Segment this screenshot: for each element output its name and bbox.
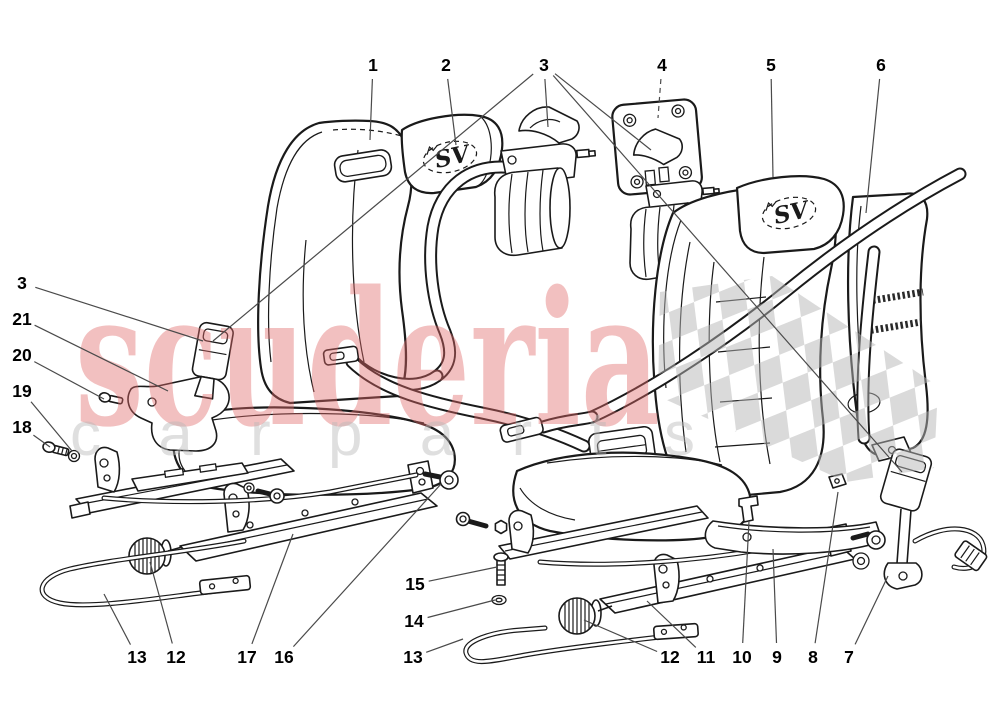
leader-line [369, 78, 373, 141]
bull-icon [426, 145, 438, 155]
leader-line [657, 78, 662, 119]
watermark-tagline: c a r p a r t s [70, 400, 695, 469]
rail-bolt-part-16 [422, 470, 459, 490]
seat-stitching [332, 128, 403, 137]
mounting-plate [611, 98, 703, 196]
callout-label-3-6: 3 [17, 273, 27, 293]
leader-line [544, 78, 549, 128]
callout-label-8-22: 8 [808, 647, 818, 667]
belt-tongue-right [499, 416, 544, 443]
leader-line [103, 593, 132, 645]
grommet [852, 552, 870, 570]
leader-line [865, 78, 881, 214]
callout-label-9-21: 9 [772, 647, 782, 667]
callout-label-2-1: 2 [441, 55, 451, 75]
callout-label-17-16: 17 [237, 647, 256, 667]
callout-label-14-12: 14 [404, 611, 424, 631]
right-seat-rails [498, 505, 856, 614]
adjustment-knob-right [558, 597, 613, 635]
clamp-part-10 [738, 495, 759, 523]
leader-line [554, 73, 652, 151]
leader-line [854, 575, 889, 645]
callout-label-21-7: 21 [12, 309, 32, 329]
callout-label-15-11: 15 [405, 574, 425, 594]
harness-slot [333, 149, 393, 183]
left-seat-rails [69, 446, 438, 562]
callout-label-6-5: 6 [876, 55, 886, 75]
seat-belt-buckle-part-3 [191, 321, 234, 400]
leader-line [30, 401, 73, 452]
callout-label-10-20: 10 [732, 647, 752, 667]
leader-line [814, 491, 839, 644]
leader-line [425, 638, 464, 653]
leader-line [34, 324, 169, 392]
leader-line [35, 286, 204, 342]
right-headrest-panel [735, 175, 845, 255]
right-headrest-logo: SV [761, 196, 817, 230]
leader-line [212, 73, 534, 342]
watermark-brand: scuderia [75, 250, 660, 468]
leader-line [149, 561, 173, 644]
callout-label-18-10: 18 [12, 417, 32, 437]
watermark-layer: scuderia c a r p a r t s [70, 250, 938, 482]
rail-bolt-washer [243, 482, 285, 504]
release-cable-left [39, 538, 252, 608]
leader-line [428, 566, 498, 582]
callout-label-13-14: 13 [127, 647, 147, 667]
washer-part-19 [67, 449, 81, 463]
leader-line [447, 78, 457, 146]
leader-line [33, 434, 51, 448]
callout-label-4-3: 4 [657, 55, 667, 75]
leader-line [552, 75, 903, 473]
callout-label-5-4: 5 [766, 55, 776, 75]
leader-line [251, 533, 294, 645]
bolt-part-8 [828, 473, 886, 550]
leader-line [772, 548, 778, 644]
callout-label-16-17: 16 [274, 647, 294, 667]
callout-label-11-19: 11 [697, 647, 716, 667]
belt-wedge-cover-plate [632, 128, 683, 166]
leader-line [34, 361, 105, 400]
callout-label-13-13: 13 [403, 647, 423, 667]
callout-label-12-18: 12 [660, 647, 680, 667]
leader-line [427, 599, 496, 619]
callout-label-20-8: 20 [12, 345, 32, 365]
release-cable-right [463, 622, 699, 665]
callout-label-7-23: 7 [844, 647, 854, 667]
leader-line [292, 483, 442, 648]
bolt-part-18 [42, 441, 70, 457]
belt-wedge-cover-left [518, 106, 580, 144]
leader-line [742, 520, 750, 644]
clip-part-14 [491, 594, 507, 606]
belt-tongue-left [322, 345, 360, 366]
left-retractor [493, 143, 597, 257]
callout-label-12-15: 12 [166, 647, 186, 667]
leader-line [770, 78, 774, 178]
bull-icon [765, 201, 777, 211]
leader-line [646, 600, 697, 648]
rail-bolt-nut [455, 511, 508, 535]
cable-connector [954, 540, 988, 572]
screw-part-15 [493, 552, 509, 586]
callout-label-19-9: 19 [12, 381, 32, 401]
callout-label-3-2: 3 [539, 55, 549, 75]
leader-line [583, 619, 658, 653]
callout-label-1-0: 1 [368, 55, 378, 75]
